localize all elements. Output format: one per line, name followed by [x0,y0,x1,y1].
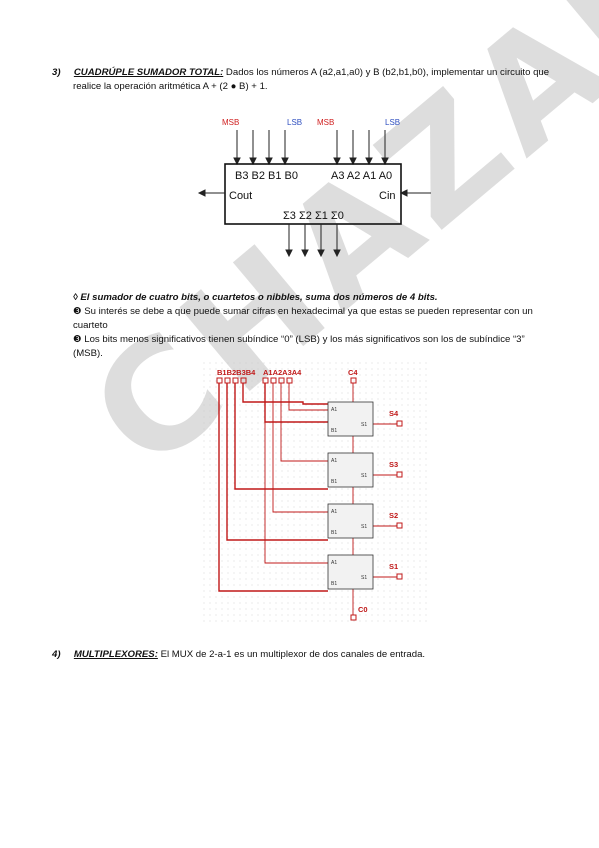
svg-text:A1: A1 [331,560,337,566]
full-adder-block-2 [327,503,374,539]
lsb-left-label: LSB [287,118,302,127]
svg-text:S1: S1 [361,422,367,428]
output-s1-label: S1 [389,562,398,571]
output-s2-label: S2 [389,511,398,520]
cout-label: Cout [229,190,252,202]
svg-text:A1: A1 [331,509,337,515]
svg-text:S1: S1 [361,473,367,479]
svg-text:A1: A1 [331,458,337,464]
b-inputs-label: B3 B2 B1 B0 [235,170,298,182]
output-s4-label: S4 [389,409,399,418]
question-4: 4) MULTIPLEXORES: El MUX de 2-a-1 es un … [52,648,572,662]
full-adder-block-3 [327,452,374,488]
svg-text:A1: A1 [331,407,337,413]
svg-text:B1: B1 [331,428,337,434]
note-line-5: (MSB). [73,348,103,359]
output-s3-label: S3 [389,460,398,469]
adder-block-diagram: MSB LSB MSB LSB B3 B2 B1 B0 A3 A2 A1 A0 … [197,118,431,258]
question-4-number: 4) [52,649,61,660]
note-line-4: ❸ Los bits menos significativos tienen s… [73,334,525,345]
svg-text:B1: B1 [331,581,337,587]
msb-right-label: MSB [317,118,334,127]
svg-text:S1: S1 [361,524,367,530]
full-adder-block-4 [327,401,374,437]
cin-label: Cin [379,190,396,202]
question-3-title: CUADRÚPLE SUMADOR TOTAL: [73,67,224,78]
carry-in-label: C4 [348,368,358,377]
ripple-adder-circuit: B1B2B3B4 A1A2A3A4 C4 C0 [203,362,428,624]
question-3-text: Dados los números A (a2,a1,a0) y B (b2,b… [223,67,550,78]
question-3: 3) CUADRÚPLE SUMADOR TOTAL: Dados los nú… [52,66,572,80]
note-line-1: ◊ El sumador de cuatro bits, o cuartetos… [73,292,438,303]
msb-left-label: MSB [222,118,239,127]
a-inputs-label: A3 A2 A1 A0 [331,170,392,182]
notes: ◊ El sumador de cuatro bits, o cuartetos… [73,291,563,361]
question-3-line-2: realice la operación aritmética A + (2 ●… [73,81,268,92]
question-3-number: 3) [52,67,61,78]
svg-text:B1: B1 [331,530,337,536]
lsb-right-label: LSB [385,118,400,127]
full-adder-block-1 [327,554,374,590]
svg-text:S1: S1 [361,575,367,581]
question-4-title: MULTIPLEXORES: [73,649,158,660]
question-4-text: El MUX de 2-a-1 es un multiplexor de dos… [157,649,426,660]
sum-outputs-label: Σ3 Σ2 Σ1 Σ0 [283,210,344,222]
carry-out-label: C0 [358,605,368,614]
note-line-2: ❸ Su interés se debe a que puede sumar c… [73,306,533,317]
svg-text:B1: B1 [331,479,337,485]
b-bus-label: B1B2B3B4 [217,368,256,377]
adder-box [224,163,402,225]
note-line-3: cuarteto [73,320,108,331]
a-bus-label: A1A2A3A4 [263,368,302,377]
